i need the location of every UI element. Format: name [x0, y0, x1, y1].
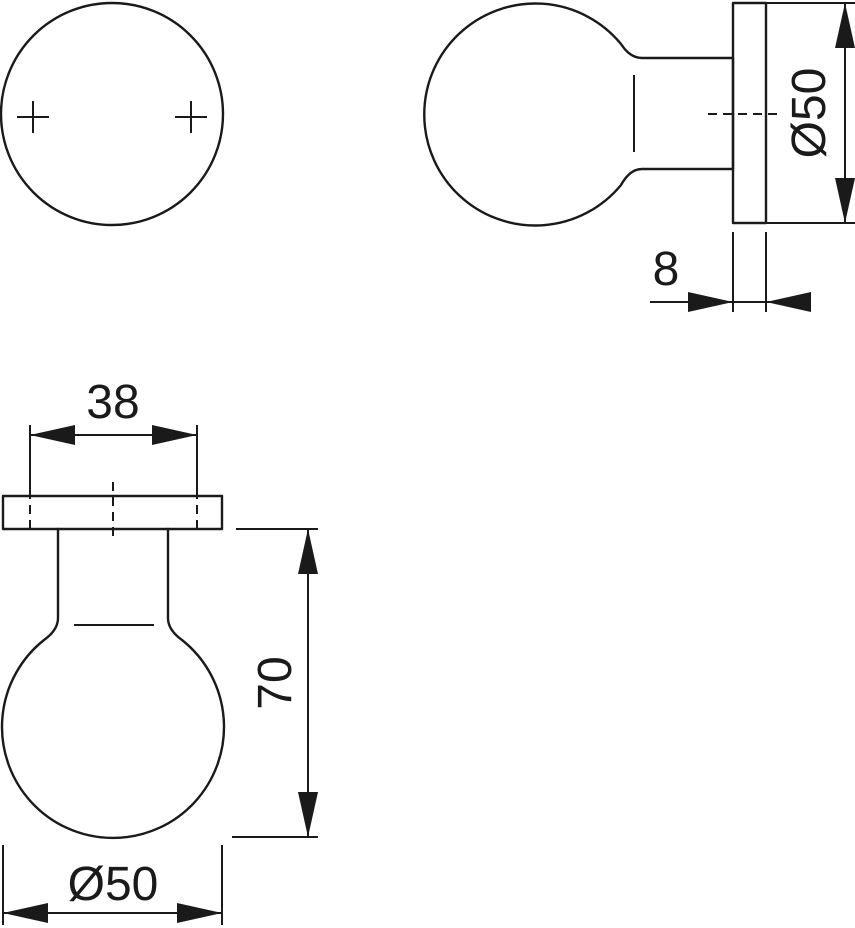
bottom-view: 38 70 Ø50: [0, 376, 318, 925]
side-thickness-dimension: 8: [650, 232, 811, 312]
bottom-height-dimension: 70: [232, 528, 318, 838]
side-thickness-label: 8: [653, 243, 680, 296]
side-diameter-dimension: Ø50: [766, 2, 855, 224]
bottom-diameter-dimension: Ø50: [2, 845, 223, 925]
screw-mark-left: [17, 101, 49, 133]
side-knob-outline: [423, 2, 735, 227]
front-view: [0, 1, 225, 227]
bottom-span-label: 38: [86, 376, 139, 429]
front-rose-circle: [0, 1, 225, 227]
bottom-span-dimension: 38: [29, 376, 198, 490]
bottom-knob-outline: [0, 527, 226, 840]
side-diameter-label: Ø50: [783, 68, 836, 159]
screw-mark-right: [175, 101, 207, 133]
bottom-diameter-label: Ø50: [68, 858, 159, 911]
side-view: Ø50 8: [423, 1, 855, 312]
bottom-height-label: 70: [249, 656, 302, 709]
side-rose-plate: [731, 1, 768, 225]
